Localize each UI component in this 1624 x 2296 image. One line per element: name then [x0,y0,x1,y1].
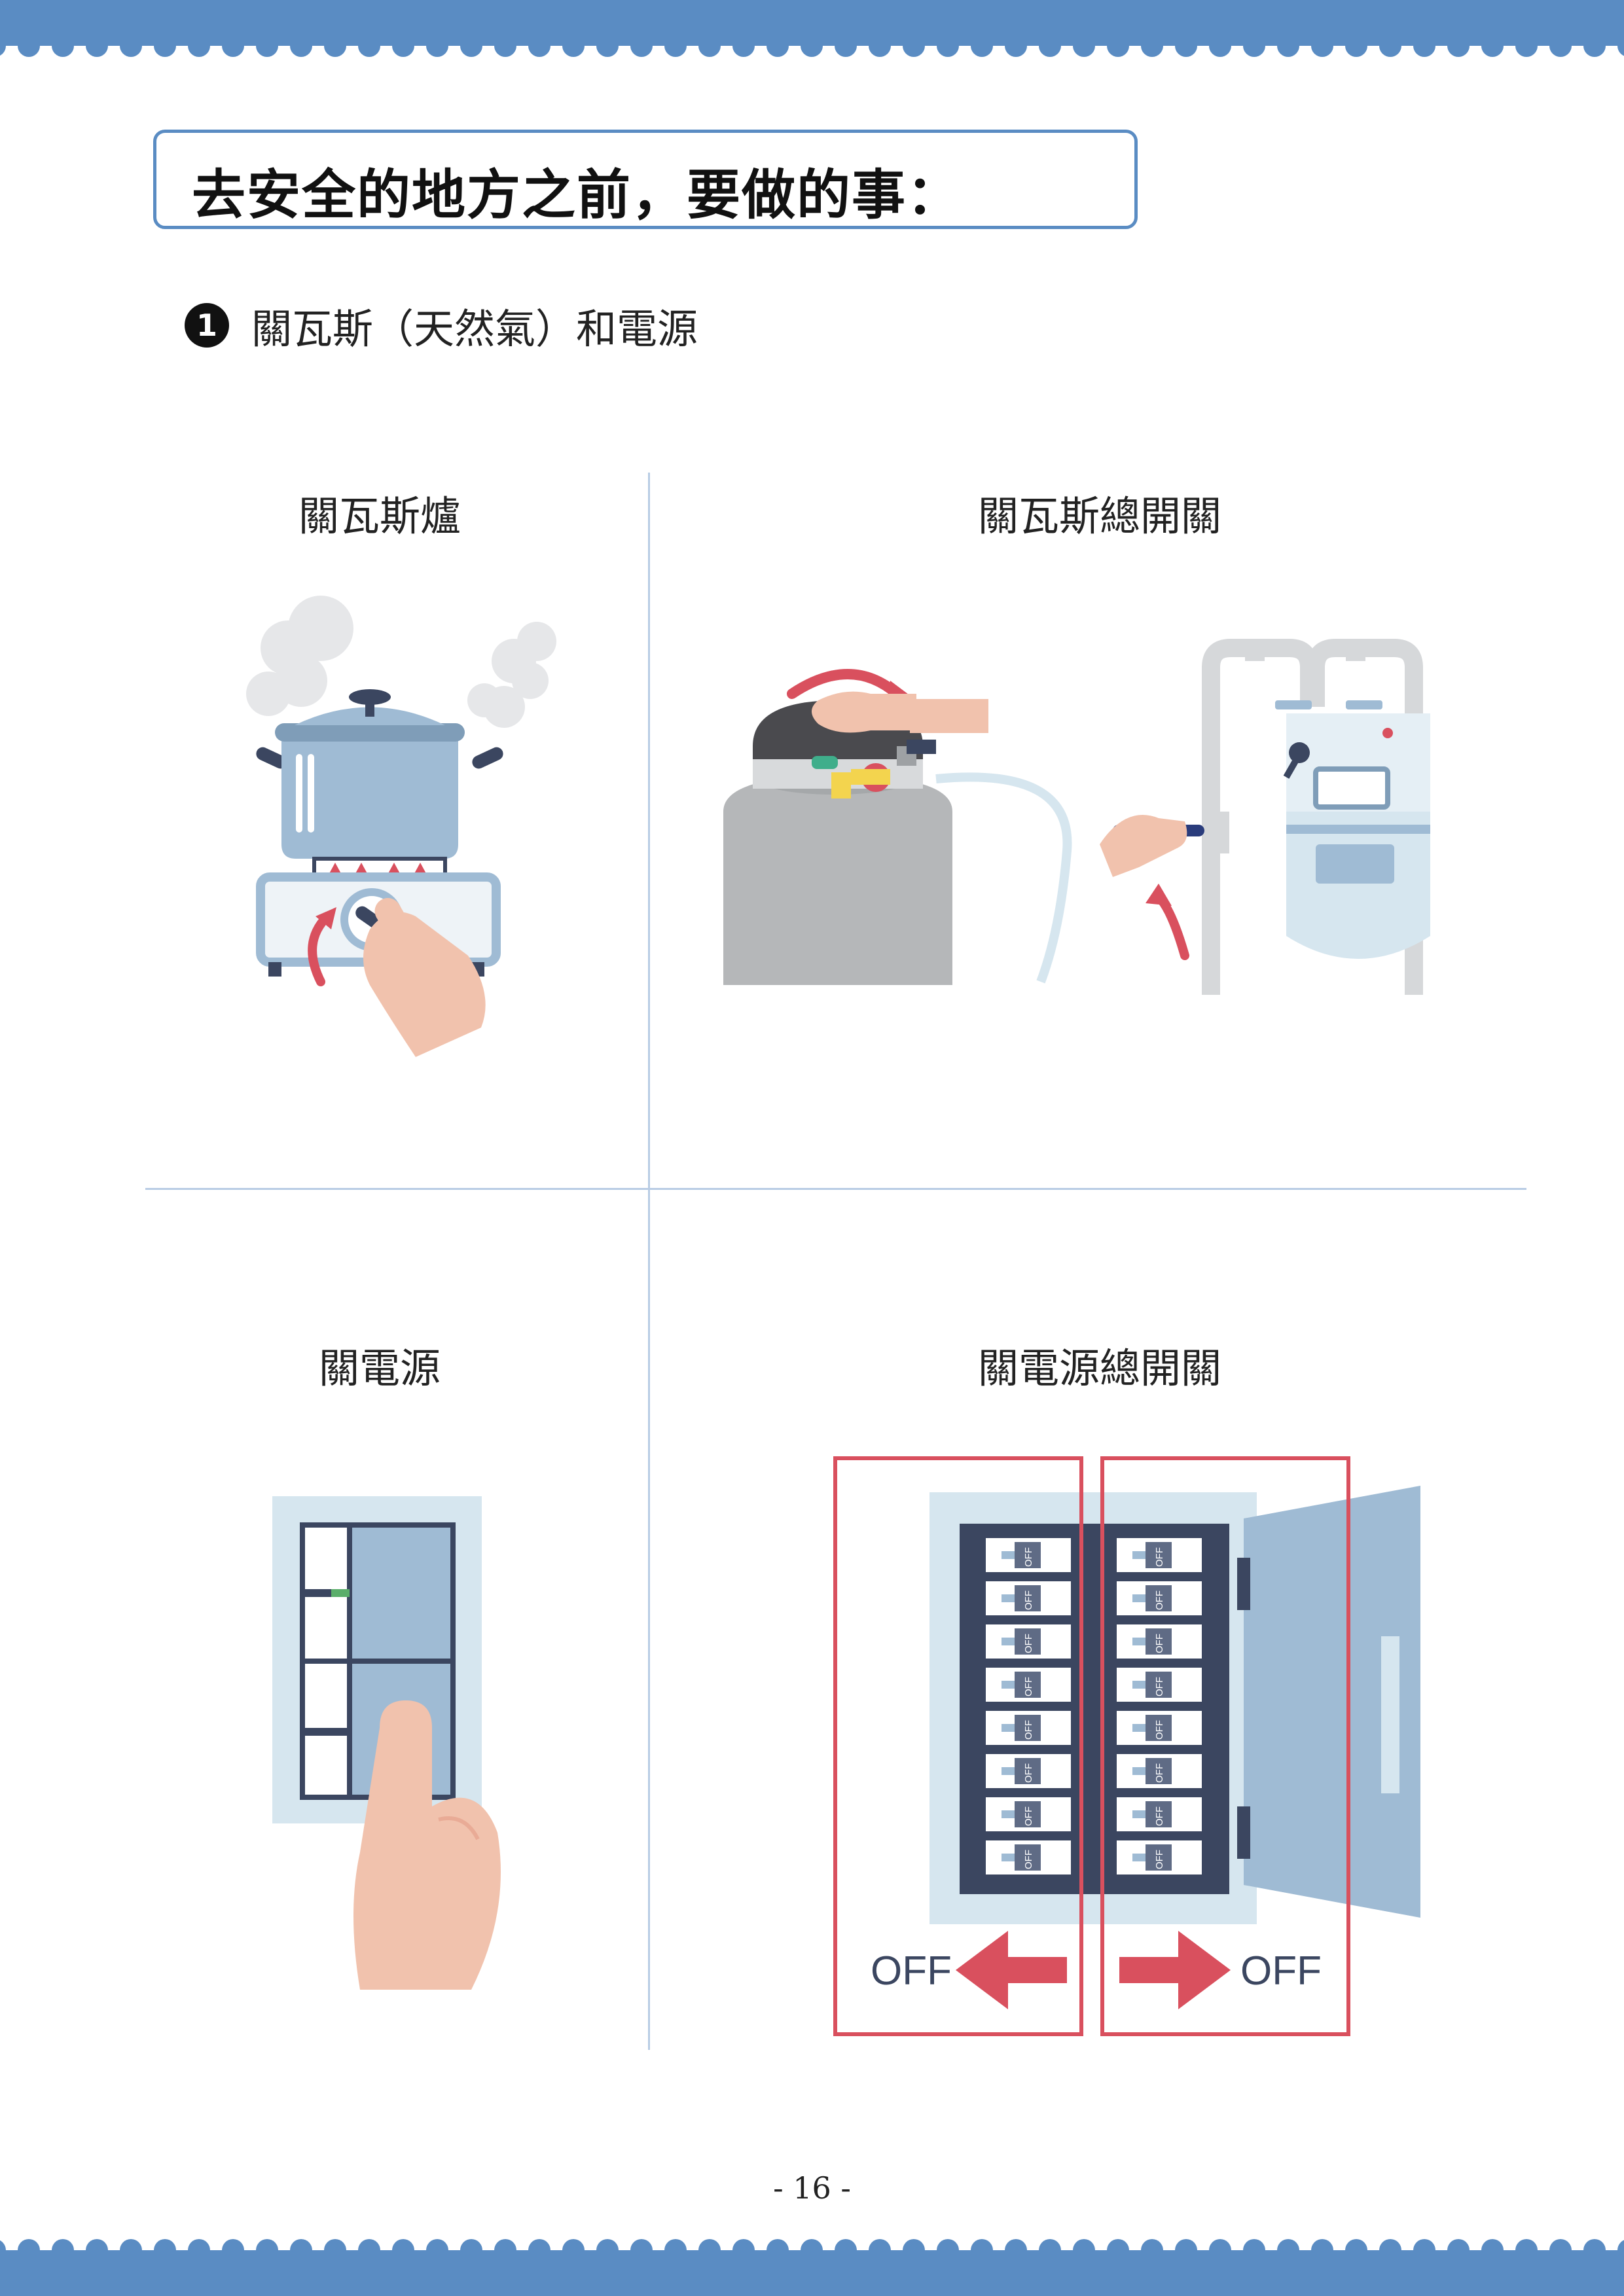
breaker-off-label: OFF [1023,1720,1034,1740]
breaker-switch: OFF [986,1797,1071,1831]
horizontal-divider [145,1188,1526,1190]
gas-tank-icon [723,700,952,985]
breaker-switch: OFF [1117,1538,1202,1572]
breaker-off-label: OFF [1023,1806,1034,1826]
caption-gas-stove: 關瓦斯爐 [298,492,461,540]
breaker-switch: OFF [1117,1668,1202,1702]
breaker-off-label: OFF [1154,1763,1165,1783]
step-text: 關瓦斯（天然氣）和電源 [251,305,698,353]
breaker-off-label: OFF [1154,1547,1165,1567]
breaker-off-label: OFF [1154,1806,1165,1826]
breaker-switch: OFF [986,1581,1071,1615]
caption-main-breaker: 關電源總開關 [977,1344,1221,1392]
breaker-off-label: OFF [1154,1634,1165,1653]
right-highlight-frame [1100,1456,1350,2036]
gas-stove-illustration [246,596,556,1057]
steam-icon [246,596,556,728]
step-heading: 1 關瓦斯（天然氣）和電源 [185,296,698,355]
breaker-switch: OFF [1117,1711,1202,1745]
breaker-switch: OFF [986,1668,1071,1702]
breaker-switch: OFF [1117,1754,1202,1788]
page-number: - 16 - [773,2170,851,2206]
breaker-off-label: OFF [1023,1590,1034,1610]
finger-icon [353,1700,501,1990]
right-arrow-icon [1119,1931,1231,2009]
breaker-switch: OFF [1117,1581,1202,1615]
hand-icon [363,898,486,1057]
breaker-switch: OFF [1117,1624,1202,1659]
hand-icon [1100,815,1187,877]
left-off-label: OFF [871,1948,952,1994]
valve-icon [1204,812,1229,853]
breaker-switch: OFF [986,1624,1071,1659]
breaker-off-label: OFF [1154,1590,1165,1610]
breaker-switch: OFF [986,1754,1071,1788]
breaker-rows: OFF OFF OFF OFF OFF OFF OFF OFF OFF OFF OFF OFF OFF O… [986,1538,1202,1874]
gas-meter-icon [1202,639,1430,995]
breaker-switch: OFF [986,1538,1071,1572]
top-scalloped-band [0,0,1624,65]
rotate-arrow-icon [308,912,332,986]
title-box: 去安全的地方之前，要做的事： [153,130,1138,229]
breaker-off-label: OFF [1023,1634,1034,1653]
bottom-scalloped-band [0,2231,1624,2296]
step-number-badge: 1 [185,303,229,348]
breaker-off-label: OFF [1154,1677,1165,1696]
vertical-divider [648,473,650,2050]
right-off-label: OFF [1240,1948,1322,1994]
breaker-off-label: OFF [1154,1850,1165,1869]
left-arrow-icon [956,1931,1067,2009]
main-breaker-illustration: OFF OFF OFF OFF OFF OFF OFF OFF OFF OFF OFF OFF OFF O… [833,1456,1420,2036]
power-switch-illustration [272,1496,501,1990]
page-title: 去安全的地方之前，要做的事： [192,164,962,226]
breaker-off-label: OFF [1023,1547,1034,1567]
breaker-off-label: OFF [1023,1763,1034,1783]
breaker-off-label: OFF [1154,1720,1165,1740]
rotate-arrow-icon [1154,892,1189,960]
gas-hose-icon [935,772,1072,984]
rotate-arrow-icon [787,669,902,699]
panel-door-icon [1244,1486,1420,1918]
caption-gas-main-valve: 關瓦斯總開關 [977,492,1221,540]
pot-icon [256,689,503,859]
breaker-switch: OFF [986,1840,1071,1874]
gas-main-valve-illustration [723,639,1430,995]
hand-icon [812,691,916,733]
left-highlight-frame [833,1456,1083,2036]
breaker-off-label: OFF [1023,1677,1034,1696]
caption-power-switch: 關電源 [318,1344,441,1392]
breaker-switch: OFF [986,1711,1071,1745]
breaker-switch: OFF [1117,1840,1202,1874]
breaker-off-label: OFF [1023,1850,1034,1869]
breaker-switch: OFF [1117,1797,1202,1831]
